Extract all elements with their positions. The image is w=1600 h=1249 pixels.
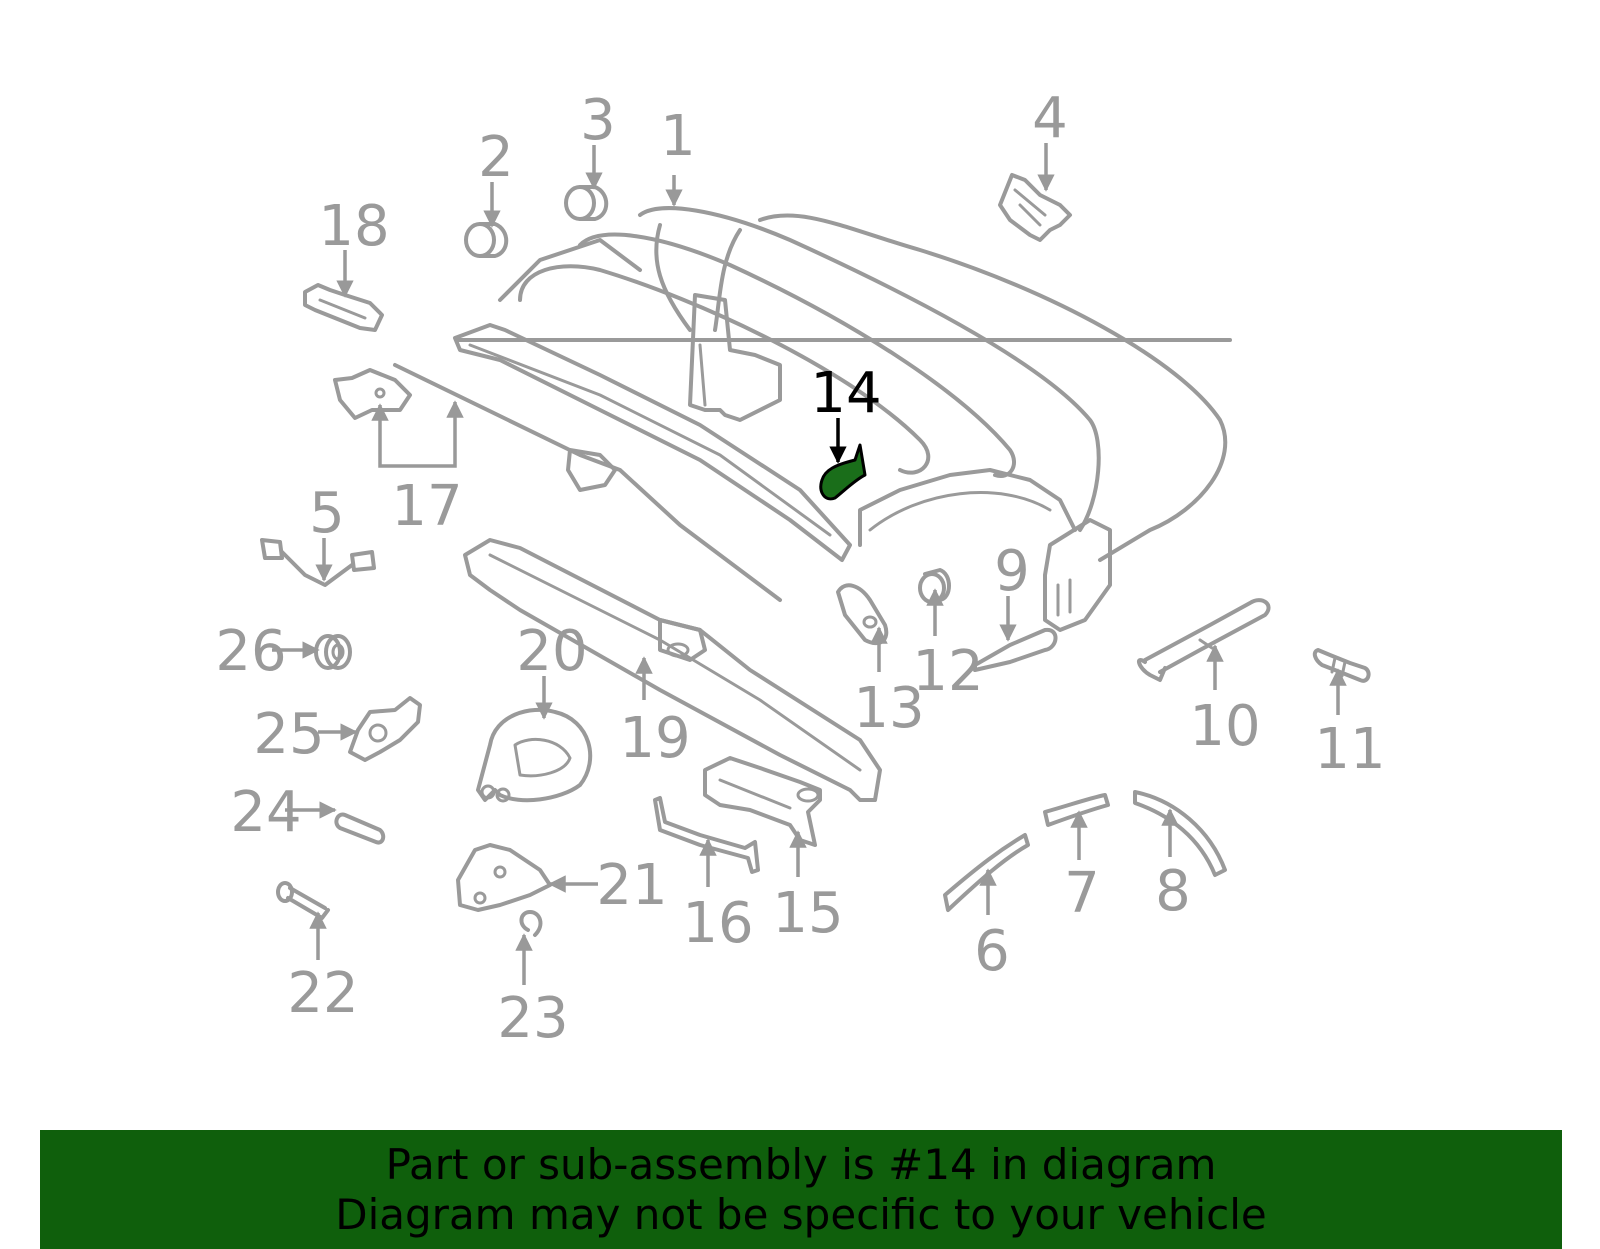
leader-lines: [272, 143, 1347, 985]
callout-13: 13: [853, 676, 924, 741]
part-19-rear-bow[interactable]: [463, 538, 882, 802]
callout-21: 21: [596, 853, 667, 918]
callout-2: 2: [478, 125, 514, 190]
part-10-strut[interactable]: [1137, 598, 1271, 682]
part-9-lever[interactable]: [973, 627, 1058, 672]
callout-labels: 1 2 3 4 5 6 7 8 9 10 11 12 13 14 15 16 1…: [215, 86, 1385, 1051]
callout-8: 8: [1155, 859, 1191, 924]
part-15-bracket[interactable]: [703, 756, 822, 847]
banner-line-disclaimer: Diagram may not be specific to your vehi…: [335, 1190, 1267, 1239]
top-frame-assembly[interactable]: [453, 206, 1232, 632]
callout-20: 20: [516, 619, 587, 684]
callout-14: 14: [810, 361, 881, 426]
banner-line-part: Part or sub-assembly is #14 in diagram: [385, 1140, 1217, 1189]
part-21-bracket[interactable]: [456, 843, 552, 912]
callout-1: 1: [660, 104, 696, 169]
part-23-clip[interactable]: [519, 910, 543, 937]
part-5-wiring[interactable]: [260, 538, 376, 587]
part-7-trim[interactable]: [1043, 793, 1110, 827]
part-6-trim[interactable]: [943, 833, 1030, 912]
callout-15: 15: [772, 881, 843, 946]
part-2-plug[interactable]: [464, 222, 509, 258]
part-24-pin[interactable]: [334, 812, 386, 845]
part-16-rod[interactable]: [653, 796, 760, 874]
part-14-highlighted[interactable]: [819, 443, 867, 501]
part-18-hinge[interactable]: [303, 283, 384, 332]
part-11-clip[interactable]: [1312, 648, 1371, 683]
info-banner: Part or sub-assembly is #14 in diagram D…: [40, 1130, 1562, 1249]
callout-6: 6: [974, 919, 1010, 984]
part-20-cover[interactable]: [476, 707, 593, 803]
part-17-rod[interactable]: [393, 363, 782, 602]
callout-5: 5: [309, 481, 345, 546]
callout-24: 24: [230, 780, 301, 845]
callout-23: 23: [497, 986, 568, 1051]
callout-22: 22: [287, 961, 358, 1026]
callout-19: 19: [619, 706, 690, 771]
callout-25: 25: [253, 702, 324, 767]
callout-3: 3: [580, 88, 616, 153]
part-25-mount[interactable]: [348, 696, 422, 762]
callout-17: 17: [391, 474, 462, 539]
callout-7: 7: [1064, 861, 1100, 926]
callout-9: 9: [994, 539, 1030, 604]
part-26-grommet[interactable]: [314, 634, 352, 670]
callout-11: 11: [1314, 717, 1385, 782]
callout-4: 4: [1032, 86, 1068, 151]
part-13-strap[interactable]: [836, 583, 889, 646]
callout-16: 16: [682, 891, 753, 956]
part-4-bracket[interactable]: [998, 173, 1072, 242]
callout-10: 10: [1189, 694, 1260, 759]
part-17-latch[interactable]: [333, 368, 412, 420]
part-22-bolt[interactable]: [276, 881, 330, 920]
part-3-plug[interactable]: [564, 185, 609, 221]
callout-12: 12: [912, 639, 983, 704]
part-8-trim[interactable]: [1133, 790, 1227, 877]
callout-18: 18: [318, 194, 389, 259]
callout-26: 26: [215, 619, 286, 684]
